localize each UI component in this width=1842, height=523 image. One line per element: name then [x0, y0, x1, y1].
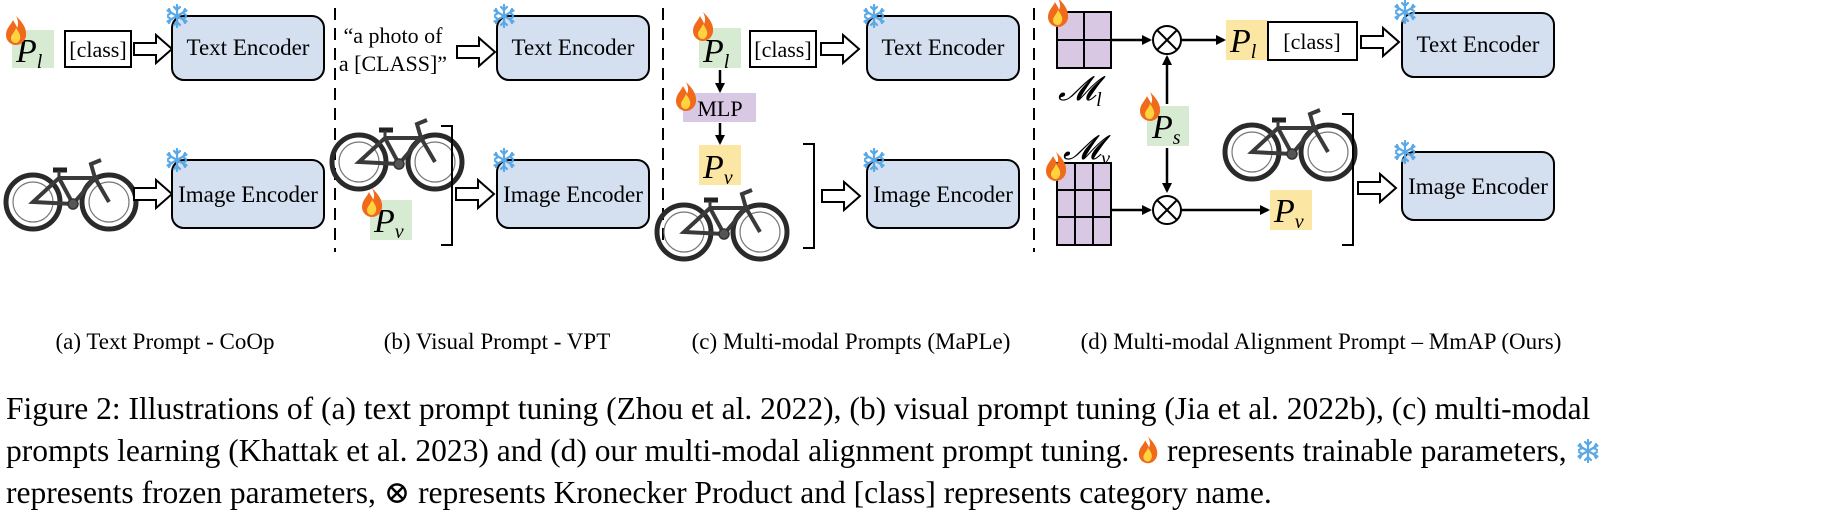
class-box-c [749, 30, 817, 68]
image-encoder-c-label: Image Encoder [873, 182, 1013, 207]
image-encoder-b [496, 159, 650, 229]
text-encoder-a [171, 15, 325, 81]
prompt-pl-c-label: Pl [702, 33, 730, 73]
text-encoder-d [1401, 12, 1555, 78]
hollow-arrow-icon [821, 181, 861, 211]
figure-caption: Figure 2: Illustrations of (a) text prom… [6, 388, 1836, 514]
hollow-arrow-icon [1360, 27, 1400, 57]
caption-line-2: prompts learning (Khattak et al. 2023) a… [6, 430, 1836, 472]
panel-c: Pl [class] Text Encoder MLP Pv Image Enc… [657, 3, 1020, 259]
image-encoder-b-label: Image Encoder [503, 182, 643, 207]
image-encoder-c [866, 159, 1020, 229]
bracket-d [1342, 113, 1354, 246]
hollow-arrow-icon [1357, 173, 1397, 203]
class-label-c: [class] [754, 37, 811, 62]
fire-icon [1048, 0, 1069, 27]
ml-label: 𝓜l [1058, 71, 1106, 111]
class-label-d: [class] [1283, 29, 1340, 54]
prompt-pv-d-label: Pv [1273, 193, 1304, 233]
mlp-label: MLP [697, 96, 742, 121]
panel-a: Pl [class] Text Encoder Image Encoder [6, 3, 325, 229]
caption-line-1: Figure 2: Illustrations of (a) text prom… [6, 391, 1591, 426]
fire-icon [693, 12, 714, 41]
panel-b: “a photo of a [CLASS]” Text Encoder Pv I… [332, 3, 650, 246]
fire-icon [1140, 92, 1161, 121]
fire-icon [676, 82, 697, 111]
panel-label-d: (d) Multi-modal Alignment Prompt – MmAP … [1081, 329, 1562, 354]
class-box-a [64, 30, 132, 68]
class-label-a: [class] [69, 37, 126, 62]
panel-label-b: (b) Visual Prompt - VPT [384, 329, 611, 354]
hollow-arrow-icon [133, 179, 173, 209]
photo-prompt-line2: a [CLASS]” [339, 51, 447, 76]
prompt-pl-d [1226, 20, 1268, 60]
otimes-icon [1156, 199, 1178, 221]
prompt-pv-c-label: Pv [702, 149, 733, 189]
prompt-pv-c [699, 145, 741, 185]
prompt-pl-d-label: Pl [1229, 23, 1257, 63]
bracket-c [803, 143, 815, 249]
text-encoder-c-label: Text Encoder [882, 35, 1005, 60]
text-encoder-b-label: Text Encoder [512, 35, 635, 60]
matrix-ml [1056, 11, 1112, 69]
panel-d: 𝓜l Pl [class] Text Encoder Ps 𝓜v [1046, 0, 1555, 246]
image-encoder-a-label: Image Encoder [178, 182, 318, 207]
hollow-arrow-icon [820, 34, 860, 64]
figure-diagram: Pl [class] Text Encoder Image Encoder “a… [0, 0, 1562, 354]
caption-line-2b: represents trainable parameters, [1167, 433, 1567, 468]
hollow-arrow-icon [455, 179, 495, 209]
otimes-icon [1156, 29, 1178, 51]
panel-label-c: (c) Multi-modal Prompts (MaPLe) [692, 329, 1011, 354]
text-encoder-b [496, 15, 650, 81]
image-encoder-a [171, 159, 325, 229]
photo-prompt-line1: “a photo of [344, 23, 444, 48]
bracket-b [441, 125, 453, 246]
fire-icon [6, 16, 27, 45]
bicycle-image [657, 190, 787, 259]
hollow-arrow-icon [133, 34, 173, 64]
text-encoder-c [866, 15, 1020, 81]
hollow-arrow-icon [456, 37, 496, 67]
text-encoder-a-label: Text Encoder [187, 35, 310, 60]
fire-icon [1138, 436, 1158, 464]
class-box-d [1267, 21, 1358, 61]
text-encoder-d-label: Text Encoder [1417, 32, 1540, 57]
caption-line-2a: prompts learning (Khattak et al. 2023) a… [6, 433, 1130, 468]
matrix-mv [1056, 162, 1112, 246]
bicycle-image [6, 160, 136, 229]
image-encoder-d-label: Image Encoder [1408, 174, 1548, 199]
prompt-pv-d [1270, 190, 1312, 230]
fire-icon [362, 188, 383, 217]
image-encoder-d [1401, 151, 1555, 221]
caption-line-3: represents frozen parameters, ⊗ represen… [6, 475, 1272, 510]
bicycle-image [332, 120, 462, 189]
bicycle-image [1225, 110, 1355, 179]
panel-label-a: (a) Text Prompt - CoOp [56, 329, 275, 354]
snowflake-icon [1576, 438, 1599, 464]
